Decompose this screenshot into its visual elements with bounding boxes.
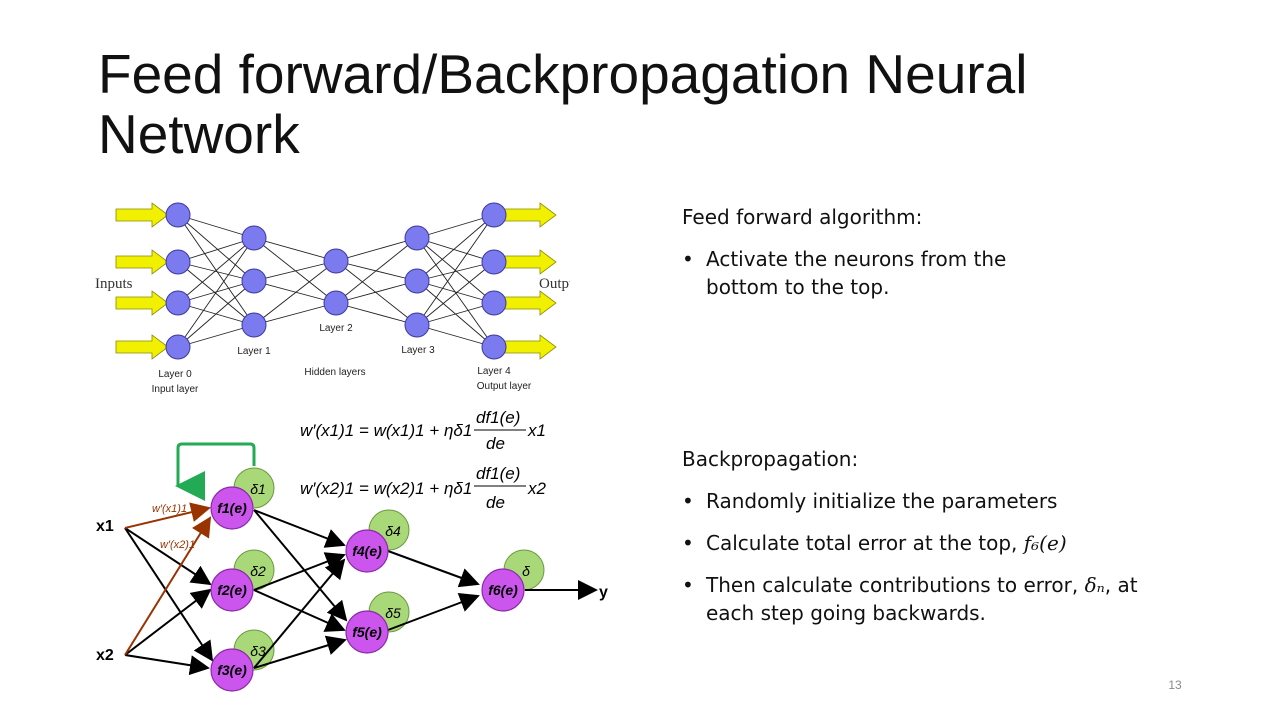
layer0-label: Layer 0	[158, 369, 192, 380]
weight1-label: w′(x1)1	[152, 503, 187, 515]
delta-n-math: δₙ	[1084, 573, 1105, 597]
layer3-label: Layer 3	[401, 345, 435, 356]
slide-number: 13	[1168, 678, 1182, 692]
formula2-x: x2	[527, 479, 547, 498]
feed-forward-bullet-1: Activate the neurons from the bottom to …	[682, 245, 1046, 301]
f3-label: f3(e)	[217, 662, 247, 678]
input-arrows	[115, 202, 169, 360]
weight2-label: w′(x2)1	[160, 539, 195, 551]
formula1-denominator: de	[486, 434, 505, 453]
neurons	[165, 202, 507, 360]
f1-label: f1(e)	[217, 500, 247, 516]
feed-forward-section: Feed forward algorithm: Activate the neu…	[682, 203, 1202, 301]
delta4-label: δ4	[385, 523, 401, 539]
layer4-label: Layer 4	[477, 366, 511, 377]
delta2-label: δ2	[250, 563, 266, 579]
feed-forward-network-diagram: Inputs Outputs Layer 0 Input layer Layer…	[95, 202, 570, 395]
formula1-x: x1	[527, 421, 546, 440]
y-label: y	[599, 584, 608, 601]
f-neurons	[210, 486, 525, 692]
x2-label: x2	[96, 647, 114, 664]
delta5-label: δ5	[385, 605, 401, 621]
feed-forward-bullets: Activate the neurons from the bottom to …	[682, 245, 1202, 301]
formula1-numerator: df1(e)	[476, 408, 520, 427]
black-edges	[124, 509, 598, 676]
output-layer-label: Output layer	[477, 381, 532, 392]
weight-update-formulas: w′(x1)1 = w(x1)1 + ηδ1 df1(e) de x1 w′(x…	[300, 408, 547, 512]
f4-label: f4(e)	[352, 543, 382, 559]
slide-title: Feed forward/Backpropagation Neural Netw…	[98, 43, 1028, 165]
f6-math: f₆(e)	[1023, 531, 1067, 555]
delta-bubbles	[233, 467, 545, 671]
f6-label: f6(e)	[488, 582, 518, 598]
formula1-lhs: w′(x1)1 = w(x1)1 + ηδ1	[300, 421, 472, 440]
output-arrows	[503, 202, 557, 360]
x1-label: x1	[96, 518, 114, 535]
backprop-network-diagram: f1(e) f2(e) f3(e) f4(e) f5(e) f6(e) δ1 δ…	[96, 442, 608, 692]
inputs-label: Inputs	[95, 276, 133, 292]
bullet2-text: Calculate total error at the top,	[706, 531, 1024, 555]
feedback-arrow	[175, 442, 256, 501]
formula2-lhs: w′(x2)1 = w(x2)1 + ηδ1	[300, 479, 472, 498]
delta1-label: δ1	[250, 481, 266, 497]
f5-label: f5(e)	[352, 624, 382, 640]
backprop-section: Backpropagation: Randomly initialize the…	[682, 445, 1202, 627]
bullet3-text-post: , at each step going backwards.	[706, 573, 1138, 625]
backprop-heading: Backpropagation:	[682, 447, 859, 471]
formula2-numerator: df1(e)	[476, 464, 520, 483]
layer1-label: Layer 1	[237, 346, 271, 357]
feed-forward-heading: Feed forward algorithm:	[682, 205, 923, 229]
backprop-bullets: Randomly initialize the parameters Calcu…	[682, 487, 1202, 627]
layer2-label: Layer 2	[319, 323, 353, 334]
bullet3-text-pre: Then calculate contributions to error,	[706, 573, 1085, 597]
backprop-bullet-3: Then calculate contributions to error, δ…	[682, 571, 1186, 627]
formula2-denominator: de	[486, 493, 505, 512]
outputs-label: Outputs	[539, 276, 570, 292]
f2-label: f2(e)	[217, 582, 247, 598]
delta6-label: δ	[522, 563, 530, 579]
delta3-label: δ3	[250, 643, 266, 659]
connection-lines	[177, 214, 495, 348]
input-layer-label: Input layer	[152, 384, 199, 395]
backprop-bullet-1: Randomly initialize the parameters	[682, 487, 1202, 515]
weight-arrows	[124, 502, 212, 656]
hidden-layers-label: Hidden layers	[304, 367, 365, 378]
backprop-bullet-2: Calculate total error at the top, f₆(e)	[682, 529, 1202, 557]
